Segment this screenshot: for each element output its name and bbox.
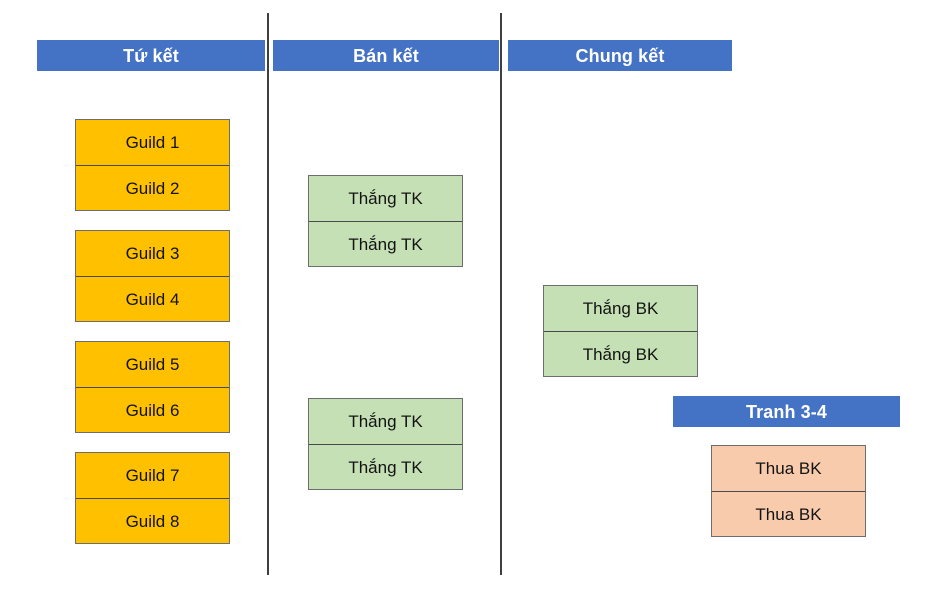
match-slot[interactable]: Guild 6 [76, 387, 229, 432]
match-slot[interactable]: Thắng TK [309, 444, 462, 489]
match-slot[interactable]: Thắng BK [544, 286, 697, 331]
column-divider-1 [267, 13, 269, 575]
match-slot[interactable]: Guild 1 [76, 120, 229, 165]
round-header-final: Chung kết [508, 40, 732, 71]
match-slot[interactable]: Guild 3 [76, 231, 229, 276]
match-final[interactable]: Thắng BK Thắng BK [543, 285, 698, 377]
column-divider-2 [500, 13, 502, 575]
match-quarterfinal-4[interactable]: Guild 7 Guild 8 [75, 452, 230, 544]
match-slot[interactable]: Guild 8 [76, 498, 229, 543]
match-semifinal-2[interactable]: Thắng TK Thắng TK [308, 398, 463, 490]
match-slot[interactable]: Thua BK [712, 446, 865, 491]
match-quarterfinal-3[interactable]: Guild 5 Guild 6 [75, 341, 230, 433]
match-slot[interactable]: Thua BK [712, 491, 865, 536]
round-header-third-place: Tranh 3-4 [673, 396, 900, 427]
match-slot[interactable]: Thắng TK [309, 221, 462, 266]
match-slot[interactable]: Thắng TK [309, 399, 462, 444]
match-third-place[interactable]: Thua BK Thua BK [711, 445, 866, 537]
match-quarterfinal-2[interactable]: Guild 3 Guild 4 [75, 230, 230, 322]
match-semifinal-1[interactable]: Thắng TK Thắng TK [308, 175, 463, 267]
match-slot[interactable]: Guild 5 [76, 342, 229, 387]
match-quarterfinal-1[interactable]: Guild 1 Guild 2 [75, 119, 230, 211]
match-slot[interactable]: Guild 7 [76, 453, 229, 498]
match-slot[interactable]: Guild 4 [76, 276, 229, 321]
match-slot[interactable]: Thắng BK [544, 331, 697, 376]
round-header-quarterfinal: Tứ kết [37, 40, 265, 71]
round-header-semifinal: Bán kết [273, 40, 499, 71]
match-slot[interactable]: Thắng TK [309, 176, 462, 221]
match-slot[interactable]: Guild 2 [76, 165, 229, 210]
